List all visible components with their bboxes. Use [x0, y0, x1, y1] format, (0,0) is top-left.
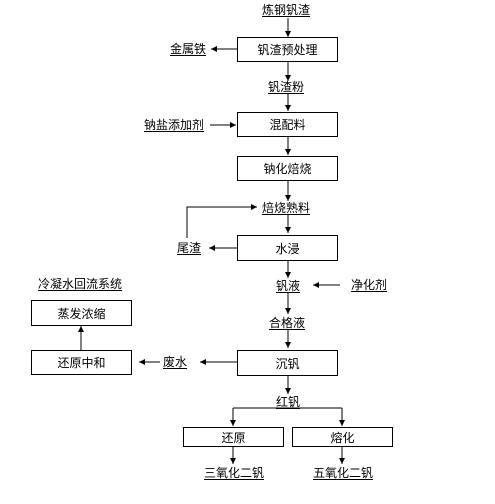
product-v2o3-label: 三氧化二钒 [204, 466, 265, 480]
clinker-label: 焙烧熟料 [262, 201, 311, 215]
evaporation-box: 蒸发浓缩 [31, 300, 132, 326]
vanadium-liquid-label: 钒液 [276, 279, 301, 293]
reduction-box: 还原 [183, 427, 284, 447]
leaching-label: 水浸 [275, 241, 300, 256]
evaporation-label: 蒸发浓缩 [57, 306, 106, 321]
precipitation-box: 沉钒 [237, 350, 338, 376]
pretreatment-box: 钒渣预处理 [237, 37, 338, 62]
neutralization-label: 还原中和 [57, 356, 106, 370]
metallic-iron-label: 金属铁 [170, 42, 207, 56]
purifier-label: 净化剂 [351, 278, 388, 292]
reduction-label: 还原 [221, 430, 246, 445]
sodium-additive-label: 钠盐添加剂 [144, 118, 205, 132]
waste-water-label: 废水 [163, 355, 188, 369]
neutralization-box: 还原中和 [31, 350, 132, 375]
pretreatment-label: 钒渣预处理 [257, 43, 318, 57]
condensate-system-label: 冷凝水回流系统 [38, 277, 123, 291]
product-v2o5-label: 五氧化二钒 [313, 466, 374, 480]
precipitation-label: 沉钒 [275, 356, 300, 371]
melting-label: 熔化 [330, 430, 355, 445]
red-vanadium-label: 红钒 [276, 395, 301, 409]
slag-powder-label: 钒渣粉 [268, 80, 305, 94]
raw-material-label: 炼钢钒渣 [262, 3, 311, 17]
melting-box: 熔化 [292, 427, 393, 447]
mixing-box: 混配料 [237, 112, 338, 137]
roasting-label: 钠化焙烧 [263, 162, 312, 176]
leaching-box: 水浸 [237, 235, 338, 261]
arrow-recycle-to-clinker [186, 204, 257, 238]
mixing-label: 混配料 [269, 118, 306, 132]
roasting-box: 钠化焙烧 [237, 156, 338, 181]
tailings-label: 尾渣 [177, 241, 202, 255]
qualified-liquid-label: 合格液 [269, 316, 306, 330]
